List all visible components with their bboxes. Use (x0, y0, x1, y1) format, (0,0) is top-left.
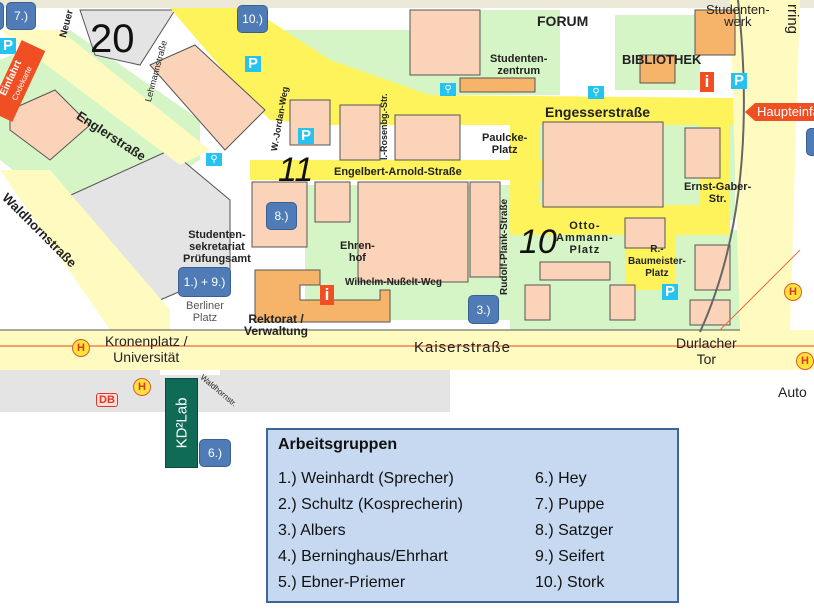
parking-icon: P (298, 128, 314, 144)
place-ehrenhof: Ehren- hof (340, 240, 375, 264)
place-bibliothek: BIBLIOTHEK (622, 52, 702, 67)
area-number-11: 11 (278, 151, 314, 189)
parking-icon: P (662, 284, 678, 300)
legend-item: 8.) Satzger (535, 522, 614, 539)
legend-item: 7.) Puppe (535, 496, 605, 513)
marker-partial-right[interactable] (806, 128, 814, 156)
street-engelbert-arnold: Engelbert-Arnold-Straße (334, 166, 462, 178)
parking-icon: P (0, 38, 16, 54)
info-icon: i (700, 72, 714, 92)
marker-partial[interactable] (0, 2, 4, 30)
db-station-icon: DB (96, 393, 118, 407)
marker-7[interactable]: 7.) (6, 2, 36, 30)
place-auto: Auto (778, 384, 807, 400)
place-ernst-gaber-str: Ernst-Gaber- Str. (684, 181, 752, 205)
place-kronenplatz: Kronenplatz / Universität (105, 333, 188, 365)
parking-icon: P (245, 56, 261, 72)
bicycle-parking-icon: ⚲ (206, 153, 222, 166)
street-kaiserstrasse: Kaiserstraße (414, 339, 512, 356)
marker-3[interactable]: 3.) (468, 295, 499, 324)
legend-item: 6.) Hey (535, 470, 587, 487)
tram-stop-icon: H (72, 339, 90, 357)
place-studentenzentrum: Studenten- zentrum (490, 53, 548, 77)
bicycle-parking-icon: ⚲ (440, 83, 456, 96)
area-number-10: 10 (519, 223, 557, 261)
legend-item: 1.) Weinhardt (Sprecher) (278, 470, 454, 487)
place-studentensekretariat: Studenten- sekretariat Prüfungsamt (183, 229, 251, 265)
street-ring: rring (784, 4, 801, 35)
legend-item: 4.) Berninghaus/Ehrhart (278, 548, 448, 565)
place-baumeister-platz: R.- Baumeister- Platz (628, 244, 686, 279)
tram-stop-icon: H (796, 352, 814, 370)
place-paulcke-platz: Paulcke- Platz (482, 132, 528, 156)
legend-title: Arbeitsgruppen (278, 436, 398, 453)
marker-1-and-9[interactable]: 1.) + 9.) (178, 267, 231, 297)
place-otto-ammann-platz: Otto- Ammann- Platz (556, 220, 614, 256)
campus-map[interactable]: 20 11 10 FORUM Studenten- zentrum BIBLIO… (0, 0, 814, 412)
street-rosenberg-str: I.-Rosenbg.-Str. (379, 93, 389, 160)
legend-item: 9.) Seifert (535, 548, 605, 565)
place-rektorat: Rektorat / Verwaltung (244, 312, 309, 338)
marker-8[interactable]: 8.) (266, 202, 297, 230)
tram-stop-icon: H (133, 378, 151, 396)
legend-box: Arbeitsgruppen 1.) Weinhardt (Sprecher) … (266, 428, 679, 603)
area-number-20: 20 (90, 17, 135, 61)
kdlab-sign[interactable]: KD²Lab (165, 378, 198, 468)
legend-item: 5.) Ebner-Priemer (278, 574, 406, 591)
place-studentenwerk: Studenten- werk (706, 2, 770, 29)
place-durlacher-tor: Durlacher Tor (676, 335, 737, 367)
kdlab-label: KD²Lab (173, 397, 190, 449)
street-nusselt-weg: Wilhelm-Nußelt-Weg (345, 277, 442, 288)
place-forum: FORUM (537, 13, 589, 29)
tram-stop-icon: H (784, 283, 802, 301)
place-berliner-platz: Berliner Platz (186, 300, 224, 324)
legend-item: 3.) Albers (278, 522, 346, 539)
parking-icon: P (731, 73, 747, 89)
marker-10[interactable]: 10.) (237, 5, 268, 33)
main-entrance-label: Haupteinfa (757, 104, 814, 119)
main-entrance-arrow: Haupteinfa (745, 103, 814, 121)
street-rudolf-plank: Rudolf-Plank-Straße (499, 198, 510, 295)
legend-item: 10.) Stork (535, 574, 605, 591)
bicycle-parking-icon: ⚲ (588, 86, 604, 99)
street-engesserstrasse: Engesserstraße (545, 104, 651, 120)
info-icon: i (320, 285, 334, 305)
legend-item: 2.) Schultz (Kosprecherin) (278, 496, 463, 513)
marker-6[interactable]: 6.) (199, 439, 231, 467)
